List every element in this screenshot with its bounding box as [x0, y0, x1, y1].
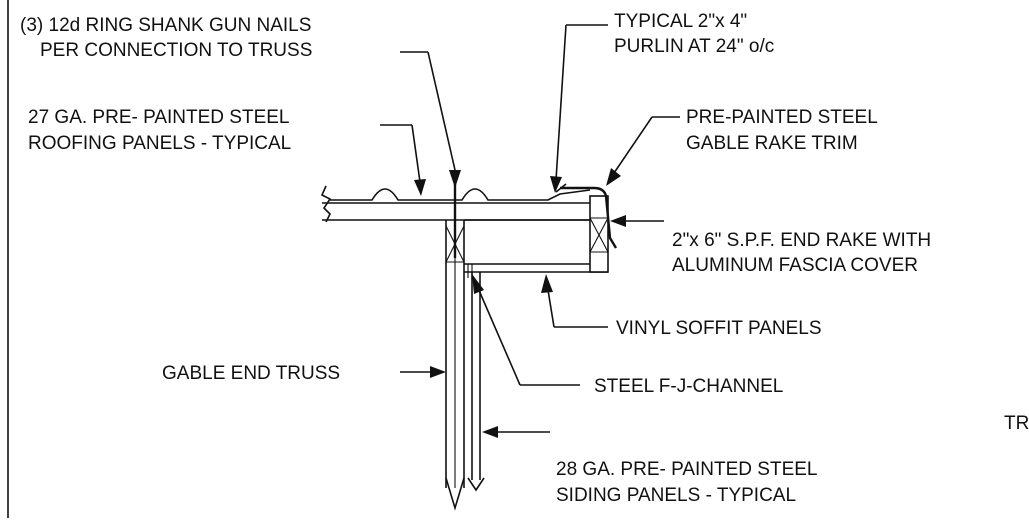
label-rake-line2: ALUMINUM FASCIA COVER: [672, 255, 918, 276]
label-siding-line1: 28 GA. PRE- PAINTED STEEL: [556, 459, 818, 480]
leader-nails: [400, 51, 461, 188]
label-channel: STEEL F-J-CHANNEL: [594, 376, 783, 397]
label-trim-line2: GABLE RAKE TRIM: [686, 133, 858, 154]
end-rake-board: [589, 195, 609, 273]
label-trim-line1: PRE-PAINTED STEEL: [686, 107, 878, 128]
leader-channel: [472, 274, 580, 386]
leader-roofing: [380, 124, 426, 196]
leader-purlin: [550, 24, 608, 193]
leader-truss: [400, 366, 446, 378]
gable-end-truss: [445, 220, 465, 511]
gable-rake-trim: [555, 183, 618, 249]
label-soffit: VINYL SOFFIT PANELS: [616, 318, 822, 339]
label-roofing-line1: 27 GA. PRE- PAINTED STEEL: [28, 107, 290, 128]
roof-deck: [320, 185, 592, 223]
leader-end-rake: [610, 215, 664, 227]
label-purlin-line2: PURLIN AT 24" o/c: [614, 36, 774, 57]
leader-siding: [482, 426, 550, 438]
label-truss: GABLE END TRUSS: [162, 363, 340, 384]
label-nails-line1: (3) 12d RING SHANK GUN NAILS: [20, 15, 311, 36]
roofing-panel: [330, 188, 592, 204]
label-rake-line1: 2"x 6" S.P.F. END RAKE WITH: [672, 230, 931, 251]
leader-trim: [606, 116, 680, 186]
soffit-assembly: [464, 263, 608, 278]
label-cut-text: TR: [1004, 413, 1029, 434]
label-purlin-line1: TYPICAL 2"x 4": [614, 11, 747, 32]
label-nails-line2: PER CONNECTION TO TRUSS: [40, 40, 312, 61]
leader-soffit: [541, 274, 608, 328]
label-siding-line2: SIDING PANELS - TYPICAL: [556, 485, 796, 506]
siding-panel: [467, 272, 485, 492]
label-roofing-line2: ROOFING PANELS - TYPICAL: [28, 133, 291, 154]
